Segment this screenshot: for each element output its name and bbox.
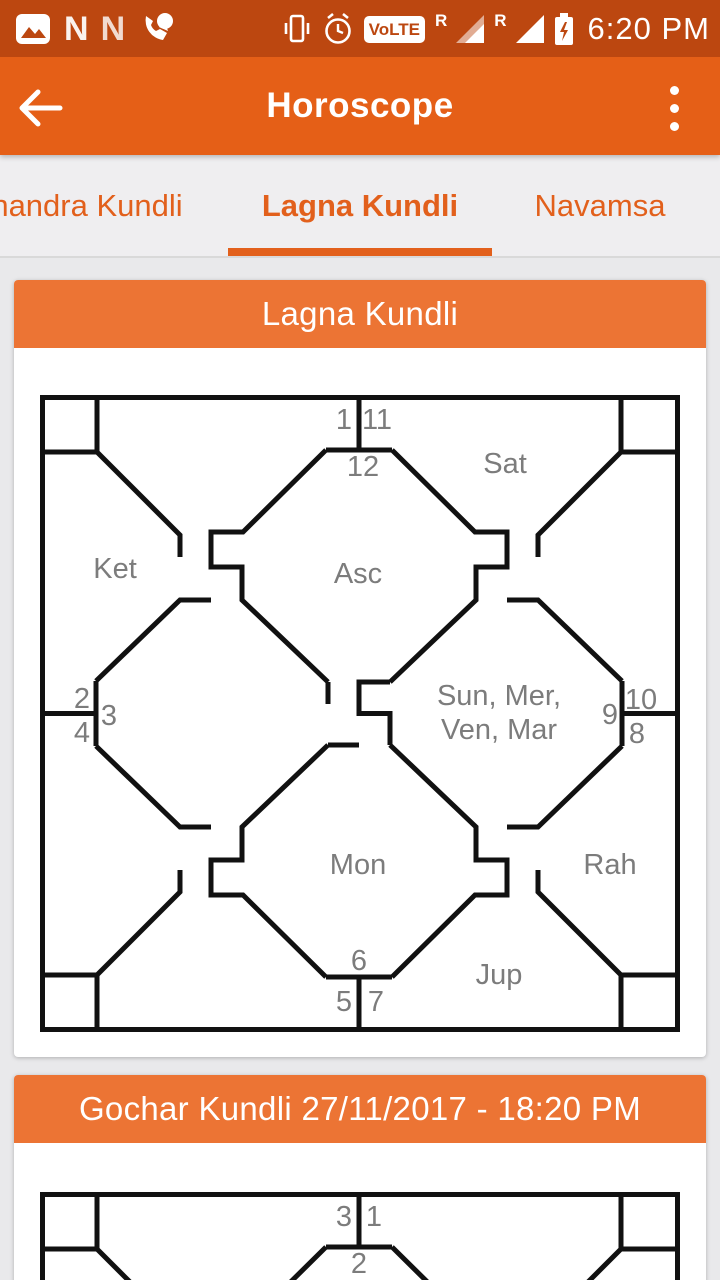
planet-label: Ket — [93, 553, 137, 585]
house-number: 12 — [346, 451, 380, 483]
card-header: Gochar Kundli 27/11/2017 - 18:20 PM — [14, 1075, 706, 1143]
clock-time: 6:20 PM — [587, 10, 710, 46]
house-number: 7 — [367, 986, 385, 1018]
house-number: 2 — [350, 1248, 368, 1280]
kundli-diagram — [40, 1192, 680, 1280]
roaming-indicator: R — [494, 10, 507, 30]
planet-label: Rah — [583, 849, 637, 881]
card-header: Lagna Kundli — [14, 280, 706, 348]
call-message-icon — [145, 12, 174, 40]
volte-badge: VoLTE — [363, 16, 425, 43]
house-number: 11 — [361, 404, 393, 436]
planet-label: Sun, Mer, Ven, Mar — [436, 680, 562, 746]
house-number: 5 — [335, 986, 353, 1018]
tab-chandra-kundli[interactable]: handra Kundli — [0, 187, 183, 223]
card-title: Gochar Kundli 27/11/2017 - 18:20 PM — [78, 1090, 642, 1127]
house-number: 3 — [100, 700, 118, 732]
card-title: Lagna Kundli — [261, 295, 459, 332]
planet-label: Jup — [475, 959, 523, 991]
tab-navamsa[interactable]: Navamsa — [534, 187, 666, 223]
overflow-dot — [669, 85, 679, 95]
status-system-icons: VoLTE R R 6:20 PM — [282, 0, 710, 57]
overflow-dot — [669, 121, 679, 131]
battery-charging-icon — [554, 12, 573, 45]
lagna-kundli-chart: 1 11 12 Sat Ket Asc 2 3 4 Sun, Mer, Ven,… — [40, 395, 680, 1032]
lagna-kundli-card: Lagna Kundli 1 11 12 Sat Ket Asc — [14, 280, 706, 1057]
house-number: 3 — [335, 1201, 353, 1233]
house-number: 6 — [350, 945, 368, 977]
tab-lagna-kundli[interactable]: Lagna Kundli — [261, 187, 459, 223]
signal-strength-icon — [456, 15, 485, 43]
house-number: 2 — [73, 683, 91, 715]
planet-label: Mon — [329, 849, 387, 881]
gallery-icon — [16, 13, 50, 44]
signal-strength-icon — [515, 15, 544, 43]
gochar-kundli-card: Gochar Kundli 27/11/2017 - 18:20 PM 3 1 … — [14, 1075, 706, 1280]
house-number: 10 — [624, 684, 658, 716]
back-button[interactable] — [14, 86, 66, 130]
status-bar: N N VoLTE R R — [0, 0, 720, 57]
house-number: 1 — [365, 1201, 383, 1233]
active-tab-indicator — [228, 248, 492, 256]
house-number: 9 — [601, 699, 619, 731]
tab-bar: handra Kundli Lagna Kundli Navamsa — [0, 155, 720, 258]
page-title: Horoscope — [266, 86, 454, 125]
overflow-menu-button[interactable] — [664, 83, 684, 133]
house-number: 8 — [628, 718, 646, 750]
vibrate-icon — [284, 14, 309, 42]
notification-n-icon: N — [100, 9, 126, 48]
house-number: 1 — [335, 404, 353, 436]
app-bar: Horoscope — [0, 57, 720, 155]
kundli-diagram — [40, 395, 680, 1032]
gochar-kundli-chart: 3 1 2 — [40, 1192, 680, 1280]
alarm-icon — [324, 12, 351, 44]
notification-n-icon: N — [64, 9, 89, 48]
ascendant-label: Asc — [333, 558, 383, 590]
roaming-indicator: R — [434, 10, 448, 30]
house-number: 4 — [73, 717, 91, 749]
status-notification-icons: N N — [10, 0, 177, 57]
planet-label: Sat — [483, 448, 527, 480]
overflow-dot — [669, 103, 679, 113]
